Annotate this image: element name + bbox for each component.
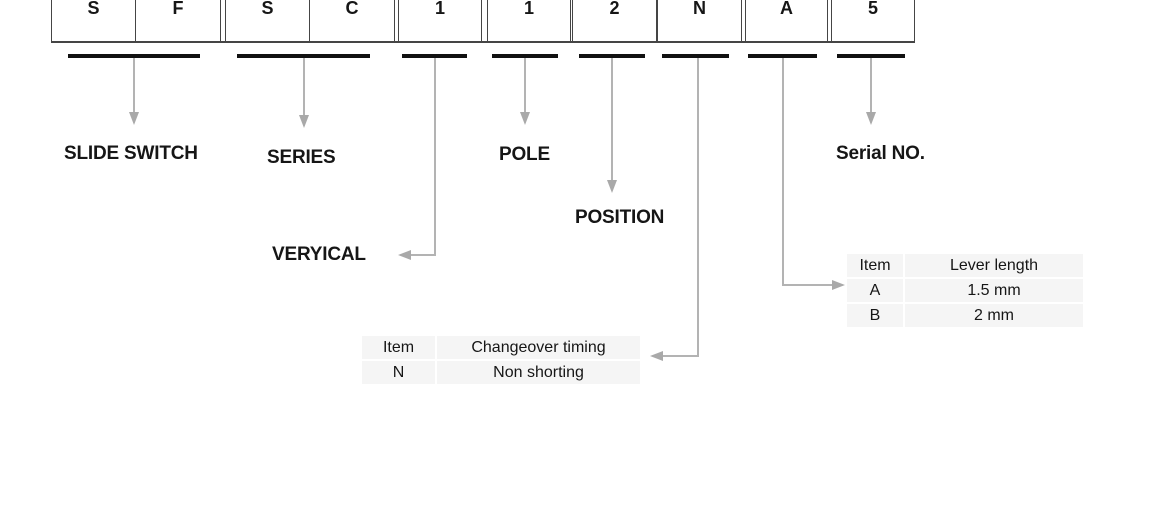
table-row: N Non shorting xyxy=(362,361,640,384)
arrow-line xyxy=(133,58,135,113)
arrowhead-right-icon xyxy=(832,279,845,290)
label-pole: POLE xyxy=(499,144,550,165)
table-cell: 1.5 mm xyxy=(905,279,1083,302)
table-cell: 2 mm xyxy=(905,304,1083,327)
table-header-row: Item Changeover timing xyxy=(362,336,640,359)
arrow-line xyxy=(434,58,436,256)
arrow-line xyxy=(870,58,872,113)
code-box: S xyxy=(51,0,136,43)
code-box: A xyxy=(745,0,828,43)
code-underline xyxy=(748,54,817,58)
table-header-cell: Changeover timing xyxy=(437,336,640,359)
arrowhead-down-icon xyxy=(519,112,530,125)
arrow-line xyxy=(524,58,526,113)
arrow-line xyxy=(411,254,436,256)
table-header-cell: Item xyxy=(362,336,435,359)
code-box-row: S F S C 1 1 2 N A 5 xyxy=(51,0,915,43)
arrowhead-left-icon xyxy=(650,350,663,361)
code-underline xyxy=(662,54,729,58)
code-box: 2 xyxy=(572,0,657,43)
arrowhead-left-icon xyxy=(398,249,411,260)
table-cell: Non shorting xyxy=(437,361,640,384)
table-row: A 1.5 mm xyxy=(847,279,1083,302)
label-series: SERIES xyxy=(267,147,336,168)
code-underline xyxy=(492,54,558,58)
code-box: 1 xyxy=(487,0,571,43)
arrowhead-down-icon xyxy=(298,115,309,128)
table-row: B 2 mm xyxy=(847,304,1083,327)
code-box: S xyxy=(225,0,310,43)
arrow-line xyxy=(611,58,613,181)
table-cell: N xyxy=(362,361,435,384)
code-underline xyxy=(68,54,200,58)
table-cell: A xyxy=(847,279,903,302)
changeover-timing-table: Item Changeover timing N Non shorting xyxy=(360,334,642,386)
code-underline xyxy=(837,54,905,58)
lever-length-table: Item Lever length A 1.5 mm B 2 mm xyxy=(845,252,1085,329)
code-box: 1 xyxy=(398,0,482,43)
arrow-line xyxy=(303,58,305,116)
code-box: 5 xyxy=(831,0,915,43)
code-box: F xyxy=(135,0,221,43)
code-box: N xyxy=(657,0,742,43)
label-slide-switch: SLIDE SWITCH xyxy=(64,143,198,164)
code-underline xyxy=(237,54,370,58)
arrow-line xyxy=(697,58,699,357)
table-header-row: Item Lever length xyxy=(847,254,1083,277)
code-underline xyxy=(579,54,645,58)
table-header-cell: Item xyxy=(847,254,903,277)
code-underline xyxy=(402,54,467,58)
arrowhead-down-icon xyxy=(606,180,617,193)
table-cell: B xyxy=(847,304,903,327)
label-vertical: VERYICAL xyxy=(272,244,366,265)
arrowhead-down-icon xyxy=(865,112,876,125)
code-box: C xyxy=(309,0,395,43)
arrow-line xyxy=(782,284,832,286)
arrowhead-down-icon xyxy=(128,112,139,125)
label-serial-no: Serial NO. xyxy=(836,143,925,164)
arrow-line xyxy=(782,58,784,286)
label-position: POSITION xyxy=(575,207,665,228)
table-header-cell: Lever length xyxy=(905,254,1083,277)
arrow-line xyxy=(663,355,699,357)
